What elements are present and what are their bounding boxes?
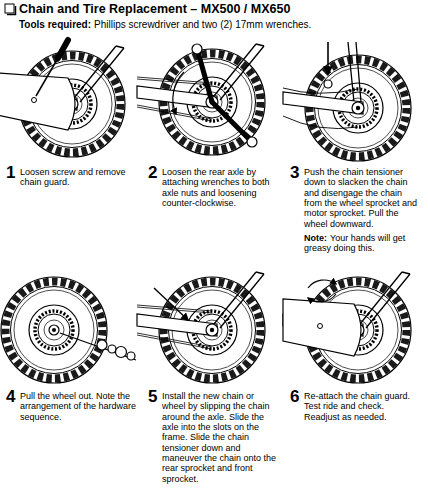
step-text: Re-attach the chain guard. Test ride and…	[304, 391, 410, 422]
step-text: Install the new chain or wheel by slippi…	[162, 391, 276, 484]
step-number-box: 6	[290, 388, 304, 405]
step-text: Loosen screw and remove chain guard.	[20, 167, 126, 187]
step-number-box: 4	[6, 388, 20, 405]
caption-block: Loosen the rear axle by attaching wrench…	[162, 167, 280, 208]
step-number: 6	[290, 387, 299, 406]
lead-word: Note:	[304, 233, 327, 243]
caption-block: Tools required:Phillips screwdriver and …	[19, 19, 424, 31]
caption-block: Pull the wheel out. Note the arrangement…	[20, 391, 138, 422]
step-number-box: 1	[6, 164, 20, 181]
caption-block: Loosen screw and remove chain guard.	[20, 167, 138, 188]
step-text: Push the chain tensioner down to slacken…	[304, 167, 417, 229]
step-text: Pull the wheel out. Note the arrangement…	[20, 391, 136, 422]
step-number: 4	[6, 387, 15, 406]
step-number: 3	[290, 163, 299, 182]
caption-block: Push the chain tensioner down to slacken…	[304, 167, 422, 229]
page-title: Chain and Tire Replacement – MX500 / MX6…	[19, 3, 290, 17]
step-number: 2	[148, 163, 157, 182]
caption-block: Install the new chain or wheel by slippi…	[162, 391, 280, 484]
step-text: Loosen the rear axle by attaching wrench…	[162, 167, 270, 208]
lead-word: Tools required:	[19, 19, 91, 30]
step-number-box: 3	[290, 164, 304, 181]
step-text: Phillips screwdriver and two (2) 17mm wr…	[94, 19, 311, 30]
caption-block: Note:Your hands will get greasy doing th…	[304, 233, 422, 254]
step-number-box: 2	[148, 164, 162, 181]
caption-block: Re-attach the chain guard. Test ride and…	[304, 391, 422, 422]
step-number: 1	[6, 163, 15, 182]
step-number: 5	[148, 387, 157, 406]
step-number-box: 5	[148, 388, 162, 405]
